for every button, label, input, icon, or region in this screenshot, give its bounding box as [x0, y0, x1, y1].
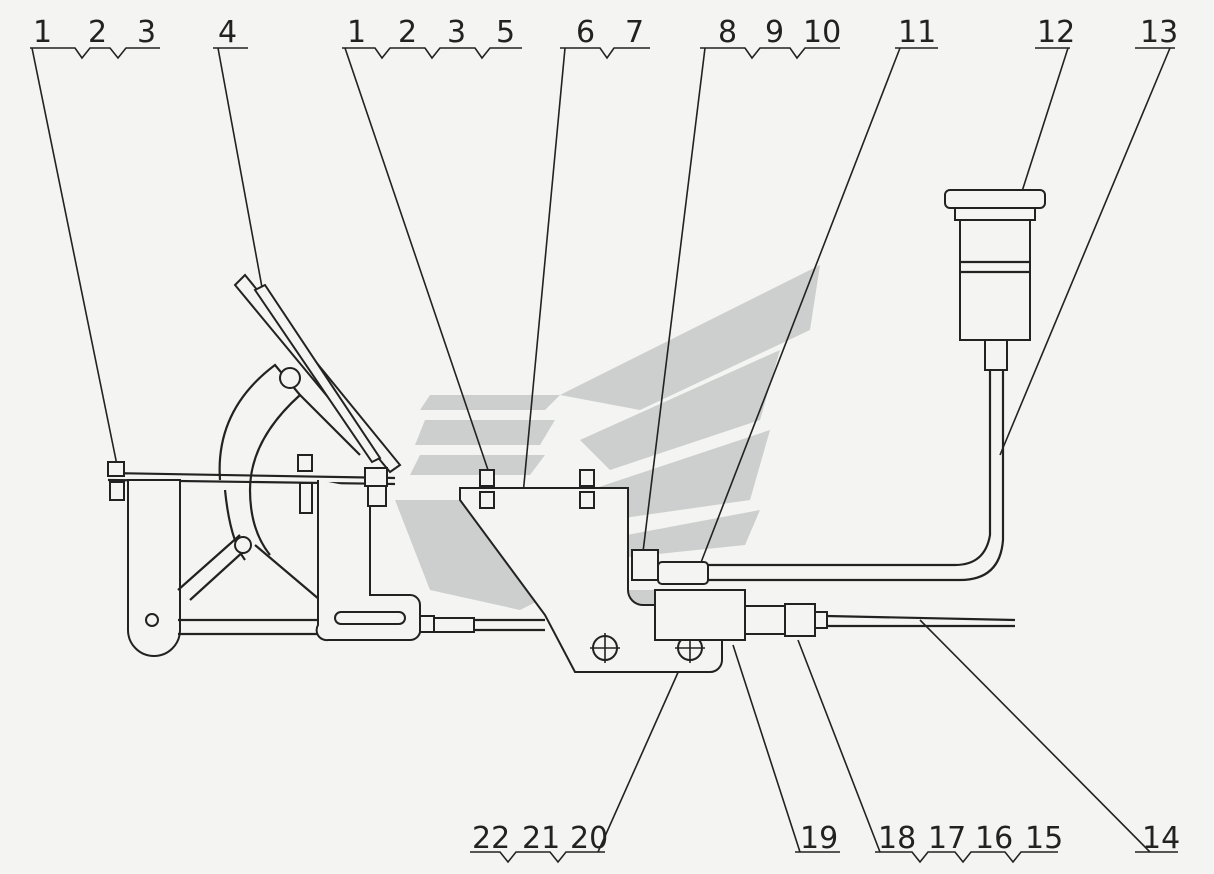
label-3-a: 3 [137, 15, 156, 50]
labels: 1 2 3 4 1 2 3 5 6 7 8 9 10 11 12 13 22 2… [33, 15, 1180, 856]
label-10: 10 [803, 15, 841, 50]
label-2-a: 2 [88, 15, 107, 50]
label-20: 20 [570, 821, 608, 856]
lever-bracket [315, 480, 422, 642]
label-17: 17 [928, 821, 966, 856]
pivot-hole [145, 613, 159, 627]
nut-left [107, 461, 125, 477]
label-13: 13 [1140, 15, 1178, 50]
label-3-b: 3 [447, 15, 466, 50]
label-21: 21 [522, 821, 560, 856]
label-underlines [30, 47, 1178, 864]
label-9: 9 [765, 15, 784, 50]
label-1-b: 1 [347, 15, 366, 50]
label-15: 15 [1025, 821, 1063, 856]
reservoir-assembly [708, 189, 1046, 582]
label-12: 12 [1037, 15, 1075, 50]
adjust-bolt [297, 454, 313, 472]
label-18: 18 [878, 821, 916, 856]
pedal-bracket [127, 479, 181, 657]
label-1-a: 1 [33, 15, 52, 50]
push-rod [419, 615, 545, 633]
nut-right [364, 467, 388, 487]
label-6: 6 [576, 15, 595, 50]
pivot-pin [234, 536, 252, 554]
label-7: 7 [625, 15, 644, 50]
watermark-logo [395, 265, 820, 610]
label-22: 22 [472, 821, 510, 856]
label-4: 4 [218, 15, 237, 50]
label-19: 19 [800, 821, 838, 856]
pedal-arm [218, 363, 302, 556]
master-cylinder [631, 549, 1016, 641]
label-2-b: 2 [398, 15, 417, 50]
label-8: 8 [718, 15, 737, 50]
label-16: 16 [975, 821, 1013, 856]
label-11: 11 [898, 15, 936, 50]
label-5: 5 [496, 15, 515, 50]
bolt-left [109, 481, 125, 501]
pedal-assembly [107, 273, 422, 657]
label-14: 14 [1142, 821, 1180, 856]
